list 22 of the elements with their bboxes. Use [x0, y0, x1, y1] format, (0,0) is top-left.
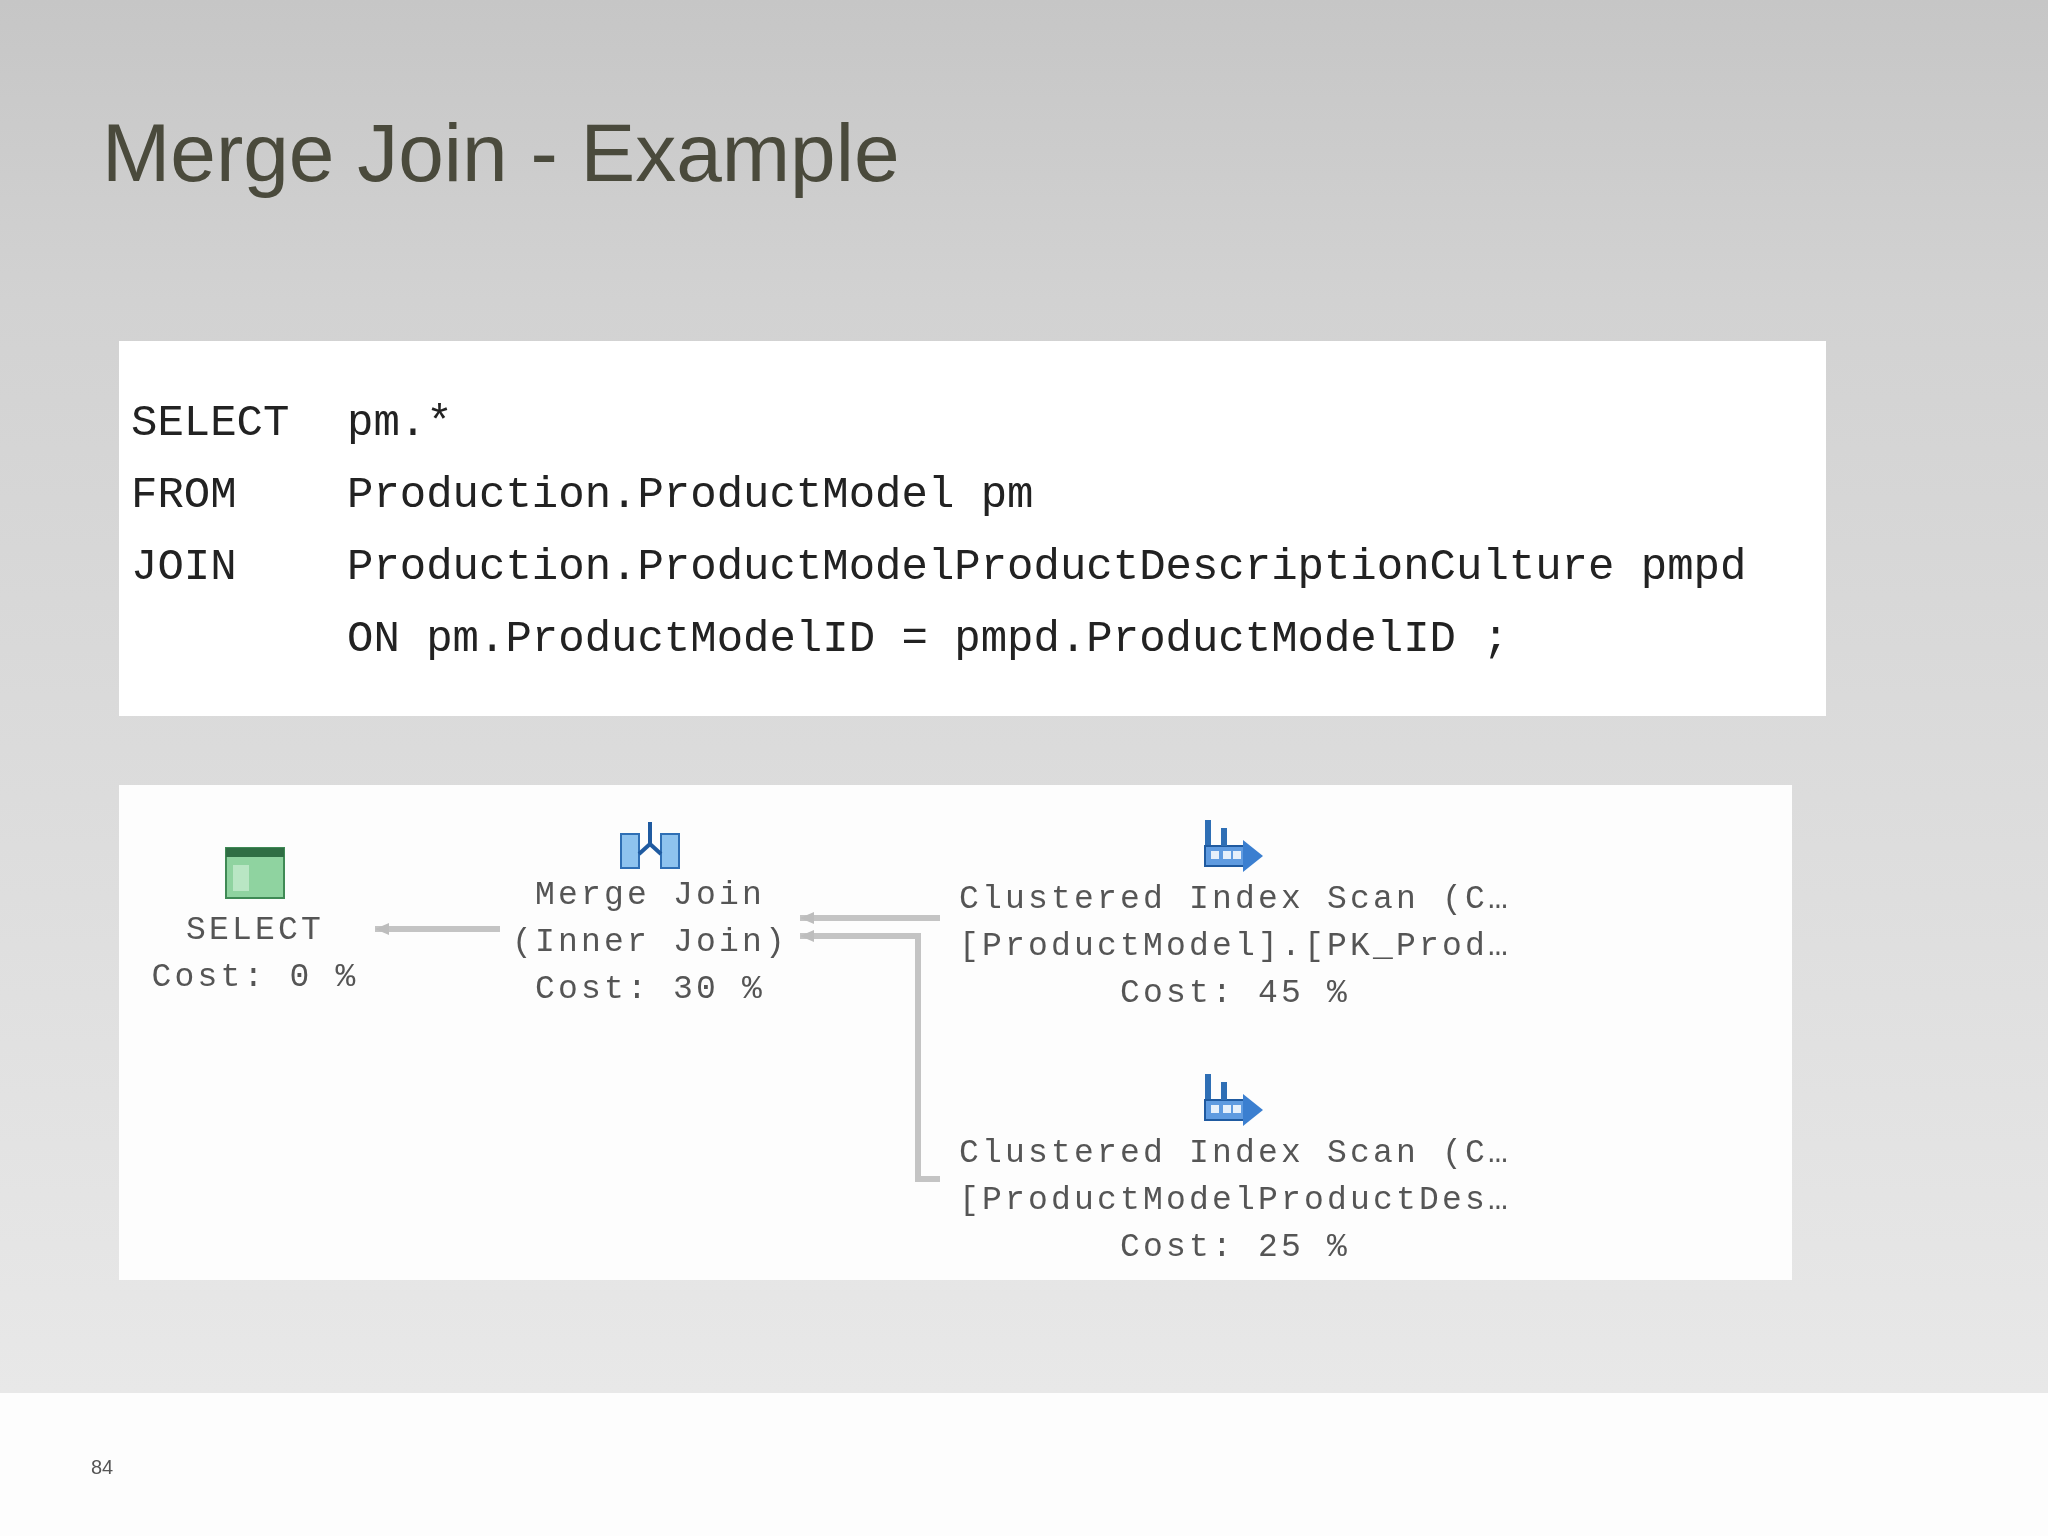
operator-name: [ProductModelProductDes… — [958, 1181, 1512, 1221]
operator-name: (Inner Join) — [511, 923, 788, 963]
operator-name: Clustered Index Scan (C… — [958, 880, 1512, 920]
operator-name: [ProductModel].[PK_Prod… — [958, 927, 1512, 967]
connector-arrow — [375, 923, 500, 935]
connector-arrow — [800, 930, 940, 1182]
sql-code-text: ON pm.ProductModelID = pmpd.ProductModelID ; — [347, 617, 1509, 661]
cost-text: Cost: 25 % — [1119, 1228, 1350, 1268]
cost-text: Cost: 0 % — [151, 958, 359, 998]
page-number: 84 — [91, 1456, 114, 1479]
operator-name: Clustered Index Scan (C… — [958, 1134, 1512, 1174]
sql-code-text: pm.* — [347, 401, 453, 445]
sql-keyword: SELECT — [131, 401, 290, 445]
operator-name: SELECT — [186, 911, 324, 951]
cost-text: Cost: 30 % — [534, 970, 765, 1010]
sql-keyword: FROM — [131, 473, 237, 517]
cost-text: Cost: 45 % — [1119, 974, 1350, 1014]
sql-keyword: JOIN — [131, 545, 237, 589]
sql-code-text: Production.ProductModelProductDescriptionCulture pmpd — [347, 545, 1747, 589]
sql-code-text: Production.ProductModel pm — [347, 473, 1034, 517]
connector-arrow — [800, 912, 940, 924]
operator-name: Merge Join — [534, 876, 765, 916]
